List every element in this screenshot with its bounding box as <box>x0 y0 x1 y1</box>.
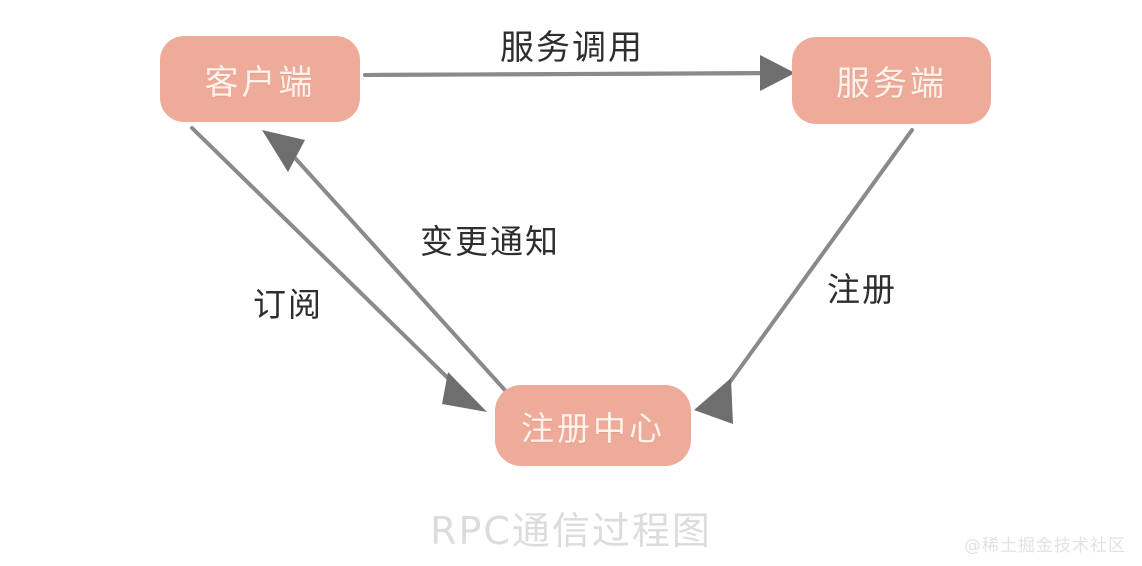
edge-register-shaft <box>720 128 914 395</box>
node-registry[interactable]: 注册中心 <box>495 385 691 466</box>
edge-register-arrowhead <box>694 378 733 424</box>
edge-label-change-notify: 变更通知 <box>420 222 560 261</box>
edge-change-notify-shaft <box>284 146 514 400</box>
edge-service-call-arrowhead <box>760 55 795 91</box>
edge-register <box>694 128 914 424</box>
node-client-label: 客户端 <box>204 62 316 103</box>
edge-service-call-shaft <box>363 71 764 77</box>
node-server-label: 服务端 <box>836 64 947 104</box>
edge-service-call <box>363 55 795 91</box>
node-client[interactable]: 客户端 <box>160 36 360 122</box>
edge-label-subscribe: 订阅 <box>253 285 323 324</box>
node-registry-label: 注册中心 <box>521 408 665 448</box>
edge-subscribe <box>190 126 487 412</box>
edge-label-service-call: 服务调用 <box>500 28 644 68</box>
edge-label-register: 注册 <box>827 270 897 309</box>
diagram-caption: RPC通信过程图 <box>430 509 712 553</box>
edge-change-notify-arrowhead <box>262 130 305 172</box>
watermark: @稀土掘金技术社区 <box>964 536 1126 556</box>
node-server[interactable]: 服务端 <box>792 37 991 124</box>
edge-change-notify <box>262 130 514 400</box>
edge-subscribe-shaft <box>190 126 457 387</box>
edge-subscribe-arrowhead <box>442 372 487 412</box>
